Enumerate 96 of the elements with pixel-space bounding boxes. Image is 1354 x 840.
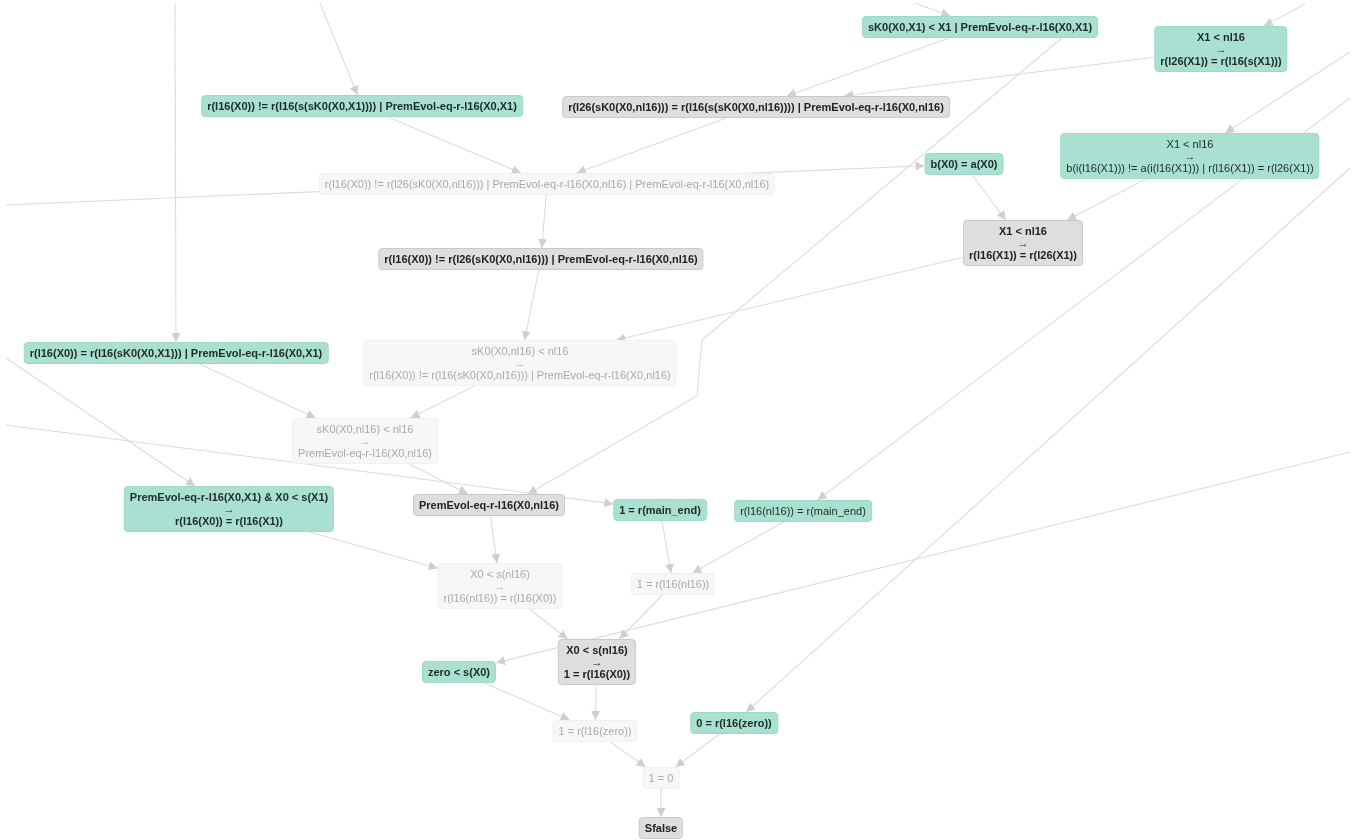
implication-arrow: →: [1016, 237, 1030, 249]
arrow: [591, 684, 601, 721]
formula-text: sK0(X0,nl16) < nl16: [470, 345, 570, 357]
arrow: [522, 269, 540, 341]
arrow: [745, 167, 1351, 713]
arrow: [656, 788, 666, 818]
arrow: [914, 2, 951, 18]
formula-text: sK0(X0,X1) < X1 | PremEvol-eq-r-l16(X0,X1): [867, 21, 1093, 33]
formula-text: sK0(X0,nl16) < nl16: [315, 423, 415, 435]
formula-box: [378, 248, 704, 270]
formula-box: [924, 153, 1004, 175]
formula-text: X1 < nl16: [998, 225, 1048, 237]
arrow: [527, 37, 1063, 495]
formula-box: [413, 494, 565, 516]
formula-text: zero < s(X0): [427, 666, 491, 678]
formula-text: b(i(l16(X1))) != a(i(l16(X1))) | r(l16(X1)) = r(l26(X1)): [1066, 162, 1314, 174]
formula-box: [421, 661, 497, 683]
arrow: [199, 363, 317, 419]
formula-box: [690, 712, 778, 734]
formula-box: [734, 500, 872, 522]
arrow: [5, 424, 614, 508]
formula-text: r(l16(X0)) != r(l16(sK0(X0,nl16))) | PremEvol-eq-r-l16(X0,nl16): [369, 369, 671, 381]
arrow: [5, 357, 196, 487]
formula-box: [201, 95, 523, 117]
formula-box: [1060, 133, 1320, 179]
implication-arrow: →: [513, 357, 527, 369]
formula-text: X0 < s(nl16): [469, 568, 531, 580]
formula-text: 1 = r(l16(nl16)): [636, 578, 710, 590]
formula-text: X1 < nl16: [1165, 138, 1215, 150]
formula-text: 0 = r(l16(zero)): [696, 717, 772, 729]
arrow: [1066, 178, 1147, 221]
formula-text: r(l16(X0)) != r(l16(s(sK0(X0,X1)))) | PremEvol-eq-r-l16(X0,X1): [207, 100, 517, 112]
formula-text: r(l16(nl16)) = r(l16(X0)): [443, 592, 557, 604]
formula-box: [963, 220, 1083, 266]
formula-text: Sfalse: [644, 822, 678, 834]
arrow: [410, 385, 475, 419]
formula-text: PremEvol-eq-r-l16(X0,nl16): [298, 447, 432, 459]
implication-arrow: →: [358, 435, 372, 447]
formula-box: [123, 486, 335, 532]
formula-box: [861, 16, 1099, 38]
formula-text: r(l16(X1)) = r(l26(X1)): [969, 249, 1077, 261]
formula-box: [1154, 26, 1288, 72]
formula-box: [363, 340, 677, 386]
formula-text: b(X0) = a(X0): [930, 158, 998, 170]
implication-arrow: →: [493, 580, 507, 592]
formula-text: X1 < nl16: [1196, 31, 1246, 43]
formula-box: [437, 563, 563, 609]
formula-text: X0 < s(nl16): [565, 644, 629, 656]
formula-text: r(l16(nl16)) = r(main_end): [740, 505, 866, 517]
implication-arrow: →: [222, 503, 236, 515]
arrow: [661, 520, 674, 574]
formula-text: r(l26(sK0(X0,nl16))) = r(l16(s(sK0(X0,nl16)))) | PremEvol-eq-r-l16(X0,nl16): [568, 101, 944, 113]
formula-box: [562, 96, 950, 118]
formula-text: r(l16(X0)) != r(l26(sK0(X0,nl16))) | PremEvol-eq-r-l16(X0,nl16): [384, 253, 698, 265]
arrow: [1224, 51, 1351, 134]
formula-box: [613, 499, 707, 521]
formula-box: [557, 639, 637, 685]
formula-box: [630, 573, 716, 595]
arrow: [609, 741, 647, 768]
arrow: [692, 521, 784, 574]
arrow: [309, 531, 439, 571]
implication-arrow: →: [1183, 150, 1197, 162]
formula-box: [23, 342, 329, 364]
arrow: [387, 116, 522, 174]
arrow: [171, 2, 181, 343]
arrow: [786, 37, 950, 98]
implication-arrow: →: [590, 656, 604, 668]
formula-text: 1 = r(l16(zero)): [558, 725, 632, 737]
arrow: [576, 117, 727, 175]
arrow: [971, 174, 1007, 221]
formula-text: 1 = r(main_end): [619, 504, 701, 516]
formula-box: [642, 767, 680, 789]
formula-box: [292, 418, 438, 464]
formula-box: [318, 173, 776, 195]
formula-text: PremEvol-eq-r-l16(X0,X1) & X0 < s(X1): [129, 491, 329, 503]
formula-box: [552, 720, 638, 742]
arrow: [817, 97, 1351, 501]
arrow: [618, 594, 663, 640]
formula-text: r(l16(X0)) != r(l26(sK0(X0,nl16))) | PremEvol-eq-r-l16(X0,nl16) | PremEvol-eq-r-l16(X0,nl16): [324, 178, 770, 190]
formula-text: r(l26(X1)) = r(l16(s(X1))): [1160, 55, 1282, 67]
formula-text: PremEvol-eq-r-l16(X0,nl16): [419, 499, 559, 511]
formula-box: [638, 817, 684, 839]
arrow: [483, 682, 571, 721]
arrow: [319, 2, 359, 96]
formula-text: 1 = 0: [648, 772, 674, 784]
implication-arrow: →: [1214, 43, 1228, 55]
arrow: [538, 194, 548, 249]
arrow: [495, 451, 1351, 666]
arrow: [675, 733, 720, 768]
arrow: [489, 515, 501, 564]
formula-text: r(l16(X0)) = r(l16(sK0(X0,X1))) | PremEvol-eq-r-l16(X0,X1): [29, 347, 323, 359]
formula-text: 1 = r(l16(X0)): [563, 668, 631, 680]
arrow: [528, 608, 569, 640]
formula-text: r(l16(X0)) = r(l16(X1)): [174, 515, 284, 527]
arrow: [409, 463, 469, 495]
arrow: [1263, 3, 1306, 27]
